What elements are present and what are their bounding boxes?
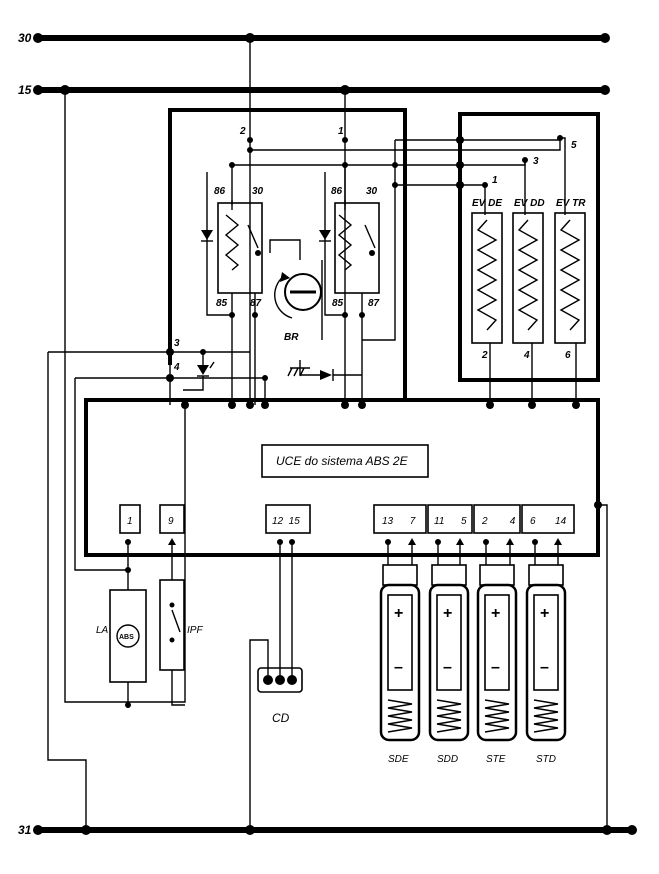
- sensor-std: + – STD: [525, 538, 567, 765]
- sensor-sdd-label: SDD: [437, 754, 458, 765]
- relay-1: 86 30 85 87: [201, 172, 264, 405]
- relay-1-pin-30: 30: [252, 186, 264, 197]
- relay-1-pin-86: 86: [214, 186, 226, 197]
- valve-box: 1 3 5 EV DE 2 EV DD 4 EV TR 6: [458, 112, 600, 405]
- ecu-box: UCE do sistema ABS 2E 1 9 12 15 13 7 11 …: [84, 398, 608, 830]
- ecu-pin-box-6-14: [521, 504, 575, 534]
- ecu-pin-2-4-label: 2 4: [481, 516, 516, 527]
- valve-ev-de: EV DE 2: [471, 198, 503, 405]
- abs-warning-lamp: ABS LA: [96, 539, 147, 708]
- valve-ev-dd-label: EV DD: [514, 198, 545, 209]
- lamp-abs-text: ABS: [119, 634, 134, 641]
- ecu-pin-box-2-4: [473, 504, 521, 534]
- valve-box-pin-3: 3: [533, 156, 539, 167]
- ecu-pin-box-9: [159, 504, 185, 534]
- relay-box: 2 1 3 4: [168, 108, 407, 398]
- valve-ev-de-pin: 2: [481, 350, 488, 361]
- bus-15-label: 15: [18, 83, 32, 97]
- sensor-ste-minus: –: [491, 659, 500, 676]
- relay-box-pin-2: 2: [239, 126, 246, 137]
- left-feed-wiring: [47, 90, 268, 830]
- sensor-ste-label: STE: [486, 754, 506, 765]
- sensor-sde-plus: +: [394, 605, 403, 622]
- relay-box-pin-1: 1: [338, 126, 344, 137]
- relay-2-pin-87: 87: [368, 298, 380, 309]
- relay-box-pin-4: 4: [173, 362, 180, 373]
- ecu-pin-13-7-label: 13 7: [382, 516, 416, 527]
- ecu-pin-9-label: 9: [168, 516, 174, 527]
- bus-15: 15: [18, 83, 610, 97]
- bus-30: 30: [18, 31, 610, 45]
- valve-ev-dd: EV DD 4: [512, 198, 545, 405]
- sensor-std-minus: –: [540, 659, 549, 676]
- sensor-sde: + – SDE: [379, 538, 421, 765]
- pump-motor: BR: [269, 239, 362, 381]
- ecu-pin-box-11-5: [427, 504, 473, 534]
- bus-31-label: 31: [18, 823, 32, 837]
- ipf-switch: IPF: [159, 538, 203, 706]
- valve-ev-tr: EV TR 6: [554, 198, 586, 405]
- connector-label: CD: [272, 711, 290, 725]
- relay-box-pin-3: 3: [174, 338, 180, 349]
- lamp-label: LA: [96, 625, 109, 636]
- ecu-pin-11-5-label: 11 5: [434, 516, 467, 527]
- bus-30-label: 30: [18, 31, 32, 45]
- relay-1-pin-87: 87: [250, 298, 262, 309]
- valve-box-pin-1: 1: [492, 175, 498, 186]
- relay-2-pin-86: 86: [331, 186, 343, 197]
- ecu-pin-6-14-label: 6 14: [530, 516, 567, 527]
- ecu-pin-12-15-label: 12 15: [272, 516, 300, 527]
- ecu-title: UCE do sistema ABS 2E: [276, 454, 409, 468]
- pump-label: BR: [284, 332, 299, 343]
- valve-ev-dd-pin: 4: [523, 350, 530, 361]
- valve-ev-tr-label: EV TR: [556, 198, 586, 209]
- sensor-std-label: STD: [536, 754, 556, 765]
- relay-1-pin-85: 85: [216, 298, 228, 309]
- valve-ev-de-label: EV DE: [472, 198, 502, 209]
- sensor-sdd-minus: –: [443, 659, 452, 676]
- sensor-sdd: + – SDD: [428, 538, 470, 765]
- bus-31: 31: [18, 823, 637, 837]
- relay-2: 86 30 85 87: [319, 172, 380, 405]
- valve-ev-tr-pin: 6: [565, 350, 571, 361]
- ecu-pin-1-label: 1: [127, 516, 133, 527]
- sensor-ste-plus: +: [491, 605, 500, 622]
- diagnostic-connector: CD: [249, 539, 303, 830]
- ecu-pin-box-1: [119, 504, 141, 534]
- sensor-sde-label: SDE: [388, 754, 409, 765]
- sensor-sde-minus: –: [394, 659, 403, 676]
- relay-2-pin-85: 85: [332, 298, 344, 309]
- ecu-pin-box-12-15: [265, 504, 311, 534]
- valve-box-pin-5: 5: [571, 140, 577, 151]
- ecu-pin-box-13-7: [373, 504, 427, 534]
- switch-label: IPF: [187, 625, 203, 636]
- sensor-sdd-plus: +: [443, 605, 452, 622]
- sensor-std-plus: +: [540, 605, 549, 622]
- sensor-ste: + – STE: [476, 538, 518, 765]
- relay-2-pin-30: 30: [366, 186, 378, 197]
